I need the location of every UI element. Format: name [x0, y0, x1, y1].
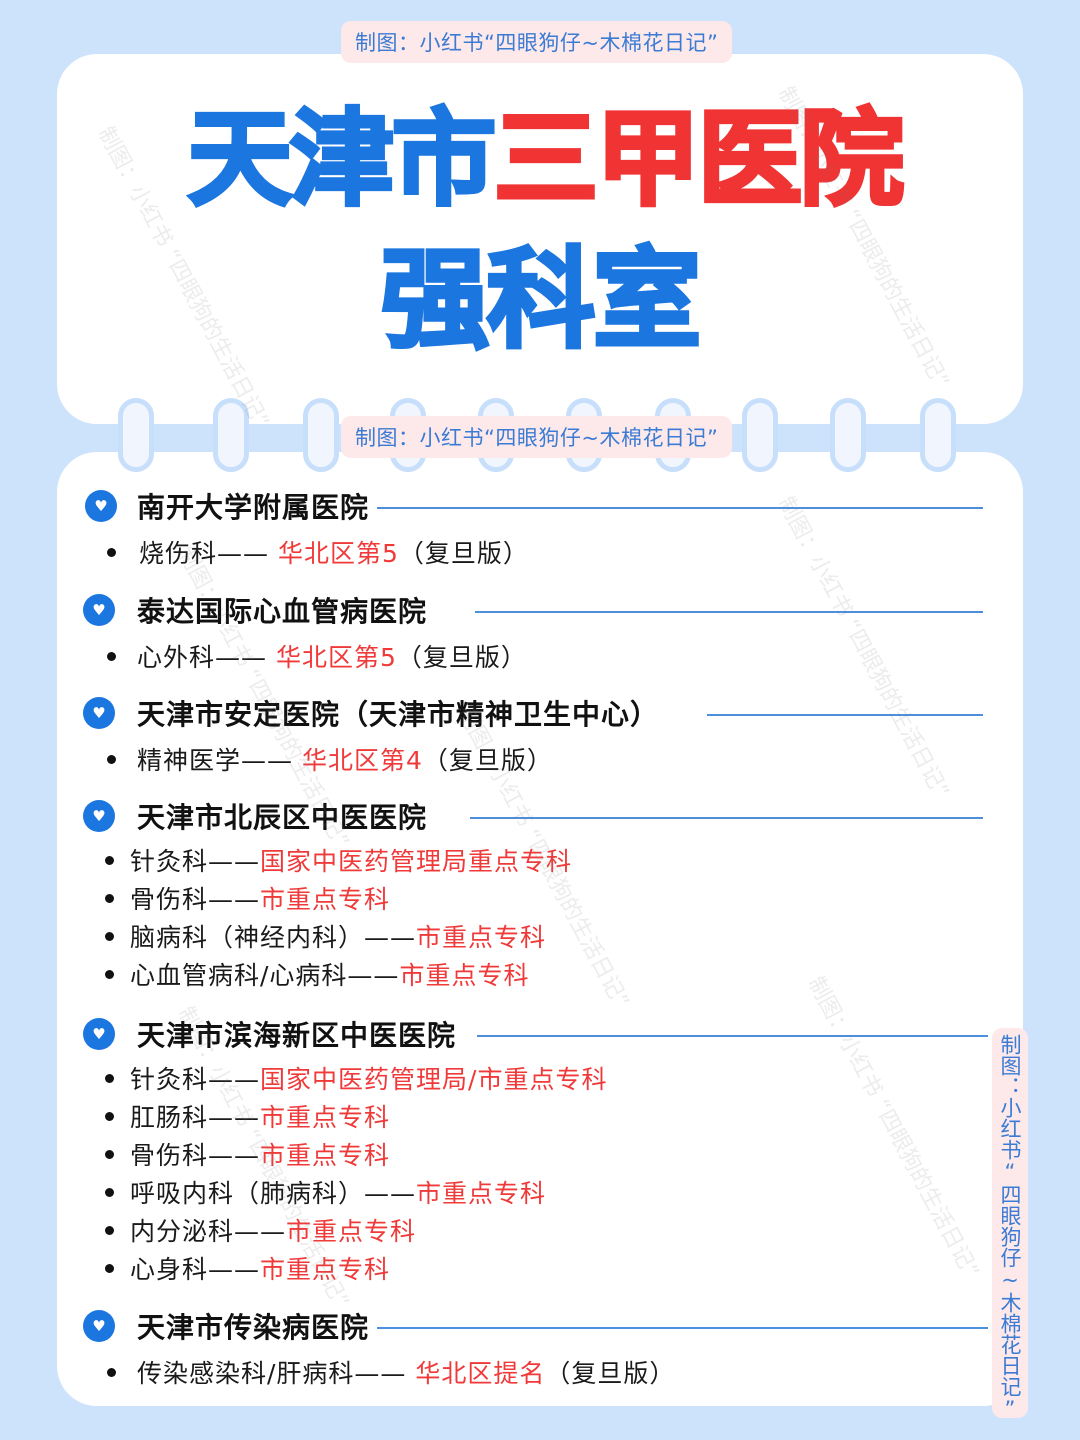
divider-line	[477, 1035, 988, 1037]
department-name: 骨伤科——	[130, 885, 261, 914]
binder-ring	[118, 398, 154, 472]
binder-ring	[303, 398, 339, 472]
hospital-name: 天津市滨海新区中医医院	[137, 1019, 457, 1052]
department-rank: 市重点专科	[416, 1179, 547, 1208]
bullet-icon	[105, 1112, 114, 1121]
department-name: 精神医学——	[137, 746, 302, 775]
page-title-line1: 天津市三甲医院	[57, 94, 1023, 224]
department-item: 呼吸内科（肺病科）——市重点专科	[57, 1172, 1023, 1210]
department-name: 骨伤科——	[130, 1141, 261, 1170]
department-rank: 华北区第5	[277, 539, 399, 568]
hospital-section: ♥ 天津市安定医院（天津市精神卫生中心） 精神医学—— 华北区第4（复旦版）	[57, 691, 1023, 777]
divider-line	[475, 611, 983, 613]
department-name: 针灸科——	[130, 1065, 261, 1094]
department-note: （复旦版）	[545, 1359, 676, 1388]
department-item: 心外科—— 华北区第5（复旦版）	[57, 636, 1023, 674]
binder-ring	[920, 398, 956, 472]
divider-line	[377, 1327, 988, 1329]
department-rank: 市重点专科	[260, 885, 391, 914]
bullet-icon	[107, 1368, 116, 1377]
department-item: 脑病科（神经内科）——市重点专科	[57, 916, 1023, 954]
department-rank: 国家中医药管理局/市重点专科	[260, 1065, 608, 1094]
bullet-icon	[105, 1074, 114, 1083]
department-item: 心身科——市重点专科	[57, 1248, 1023, 1286]
hospital-section: ♥ 天津市北辰区中医医院 针灸科——国家中医药管理局重点专科 骨伤科——市重点专…	[57, 794, 1023, 992]
hospital-name: 天津市传染病医院	[137, 1311, 370, 1344]
heart-icon: ♥	[83, 1310, 115, 1342]
department-rank: 华北区第5	[275, 643, 397, 672]
hospital-section: ♥ 泰达国际心血管病医院 心外科—— 华北区第5（复旦版）	[57, 588, 1023, 674]
hospital-name: 天津市安定医院（天津市精神卫生中心）	[137, 698, 660, 731]
department-name: 呼吸内科（肺病科）——	[130, 1179, 417, 1208]
hospital-name: 天津市北辰区中医医院	[137, 801, 428, 834]
department-rank: 市重点专科	[260, 1255, 391, 1284]
title-card: 天津市三甲医院 强科室	[57, 54, 1023, 424]
department-name: 传染感染科/肝病科——	[137, 1359, 416, 1388]
bullet-icon	[105, 1264, 114, 1273]
hospital-section: ♥ 天津市传染病医院 传染感染科/肝病科—— 华北区提名（复旦版）	[57, 1304, 1023, 1390]
bullet-icon	[105, 1188, 114, 1197]
heart-icon: ♥	[83, 800, 115, 832]
department-name: 心身科——	[130, 1255, 261, 1284]
credit-label-top: 制图：小红书“四眼狗仔~木棉花日记”	[341, 21, 733, 63]
divider-line	[707, 714, 983, 716]
department-item: 内分泌科——市重点专科	[57, 1210, 1023, 1248]
department-rank: 市重点专科	[260, 1103, 391, 1132]
heart-icon: ♥	[83, 594, 115, 626]
heart-icon: ♥	[83, 697, 115, 729]
department-rank: 国家中医药管理局重点专科	[260, 847, 573, 876]
divider-line	[470, 817, 983, 819]
bullet-icon	[105, 1226, 114, 1235]
department-note: （复旦版）	[396, 643, 527, 672]
department-rank: 华北区提名	[415, 1359, 546, 1388]
department-rank: 市重点专科	[260, 1141, 391, 1170]
bullet-icon	[105, 970, 114, 979]
department-note: （复旦版）	[398, 539, 529, 568]
department-item: 骨伤科——市重点专科	[57, 1134, 1023, 1172]
hospital-list-card: ♥ 南开大学附属医院 烧伤科—— 华北区第5（复旦版） ♥ 泰达国际心血管病医院…	[57, 452, 1023, 1406]
binder-ring	[830, 398, 866, 472]
department-item: 传染感染科/肝病科—— 华北区提名（复旦版）	[57, 1352, 1023, 1390]
credit-label-middle: 制图：小红书“四眼狗仔~木棉花日记”	[341, 416, 733, 458]
credit-label-side: 制图：小红书“四眼狗仔~木棉花日记”	[992, 1028, 1028, 1421]
bullet-icon	[105, 856, 114, 865]
bullet-icon	[107, 548, 116, 557]
department-item: 针灸科——国家中医药管理局/市重点专科	[57, 1058, 1023, 1096]
department-rank: 市重点专科	[286, 1217, 417, 1246]
department-name: 心血管病科/心病科——	[130, 961, 400, 990]
heart-icon: ♥	[85, 490, 117, 522]
department-name: 脑病科（神经内科）——	[130, 923, 417, 952]
hospital-section: ♥ 南开大学附属医院 烧伤科—— 华北区第5（复旦版）	[57, 484, 1023, 570]
department-rank: 华北区第4	[301, 746, 423, 775]
department-item: 心血管病科/心病科——市重点专科	[57, 954, 1023, 992]
department-name: 肛肠科——	[130, 1103, 261, 1132]
hospital-name: 南开大学附属医院	[137, 491, 370, 524]
bullet-icon	[107, 755, 116, 764]
department-item: 烧伤科—— 华北区第5（复旦版）	[57, 532, 1023, 570]
hospital-section: ♥ 天津市滨海新区中医医院 针灸科——国家中医药管理局/市重点专科 肛肠科——市…	[57, 1012, 1023, 1286]
page-title-line2: 强科室	[379, 236, 703, 365]
department-rank: 市重点专科	[416, 923, 547, 952]
department-name: 内分泌科——	[130, 1217, 287, 1246]
divider-line	[377, 507, 983, 509]
department-note: （复旦版）	[422, 746, 553, 775]
department-name: 心外科——	[137, 643, 276, 672]
binder-ring	[742, 398, 778, 472]
bullet-icon	[105, 932, 114, 941]
department-item: 骨伤科——市重点专科	[57, 878, 1023, 916]
bullet-icon	[105, 1150, 114, 1159]
hospital-name: 泰达国际心血管病医院	[137, 595, 428, 628]
heart-icon: ♥	[83, 1018, 115, 1050]
title-hospital-grade: 三甲医院	[492, 96, 906, 222]
binder-ring	[213, 398, 249, 472]
title-city: 天津市	[186, 96, 498, 222]
bullet-icon	[107, 652, 116, 661]
department-name: 针灸科——	[130, 847, 261, 876]
department-item: 精神医学—— 华北区第4（复旦版）	[57, 739, 1023, 777]
department-item: 针灸科——国家中医药管理局重点专科	[57, 840, 1023, 878]
department-name: 烧伤科——	[139, 539, 278, 568]
bullet-icon	[105, 894, 114, 903]
department-item: 肛肠科——市重点专科	[57, 1096, 1023, 1134]
department-rank: 市重点专科	[399, 961, 530, 990]
